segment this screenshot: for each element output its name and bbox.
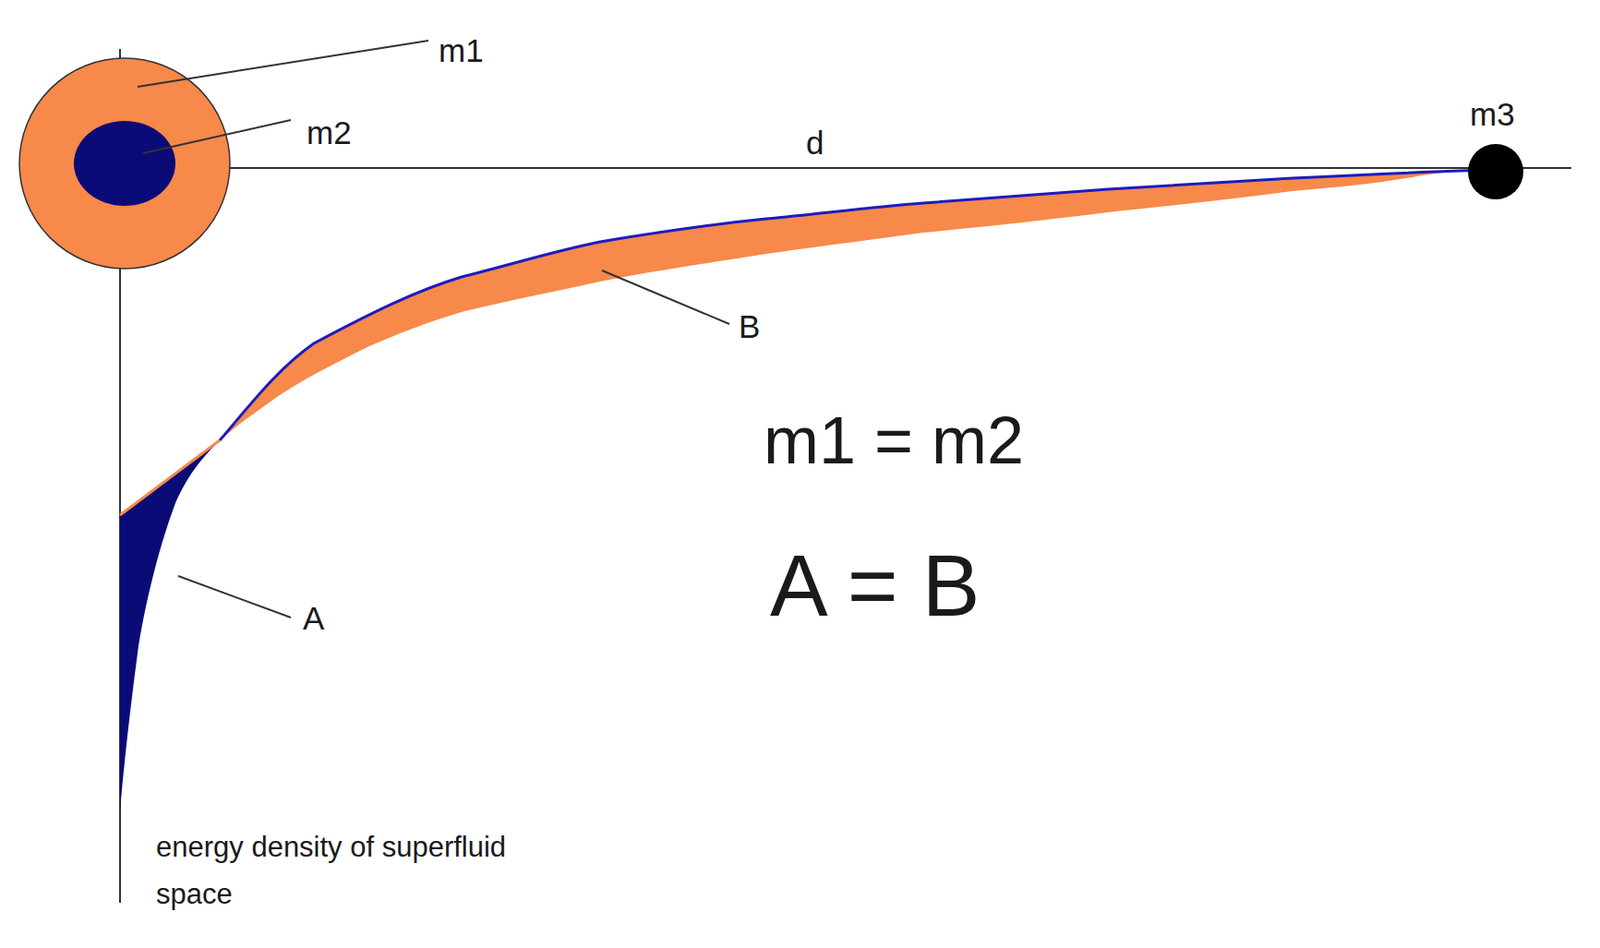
axis-label: energy density of superfluid space [156,823,581,918]
leader-line [143,120,291,154]
part-label: m2 [306,114,352,152]
curve-edge [120,440,220,516]
equation-note: m1 = m2 [763,402,1024,480]
part-label: m3 [1469,96,1516,133]
distance-line [221,167,1572,169]
dimension-label: d [806,124,824,162]
outer-mass [19,58,230,269]
leader-line [178,576,291,618]
region-label: A [302,600,325,638]
mass-dot [1467,144,1524,200]
leader-line [137,40,429,87]
region-a [120,440,220,811]
part-label: m1 [438,32,484,70]
region-b [219,169,1487,441]
inner-mass [73,120,176,206]
equation-note: A = B [769,536,980,637]
region-label: B [738,308,760,346]
leader-line [601,270,730,325]
curve-line [219,169,1487,441]
